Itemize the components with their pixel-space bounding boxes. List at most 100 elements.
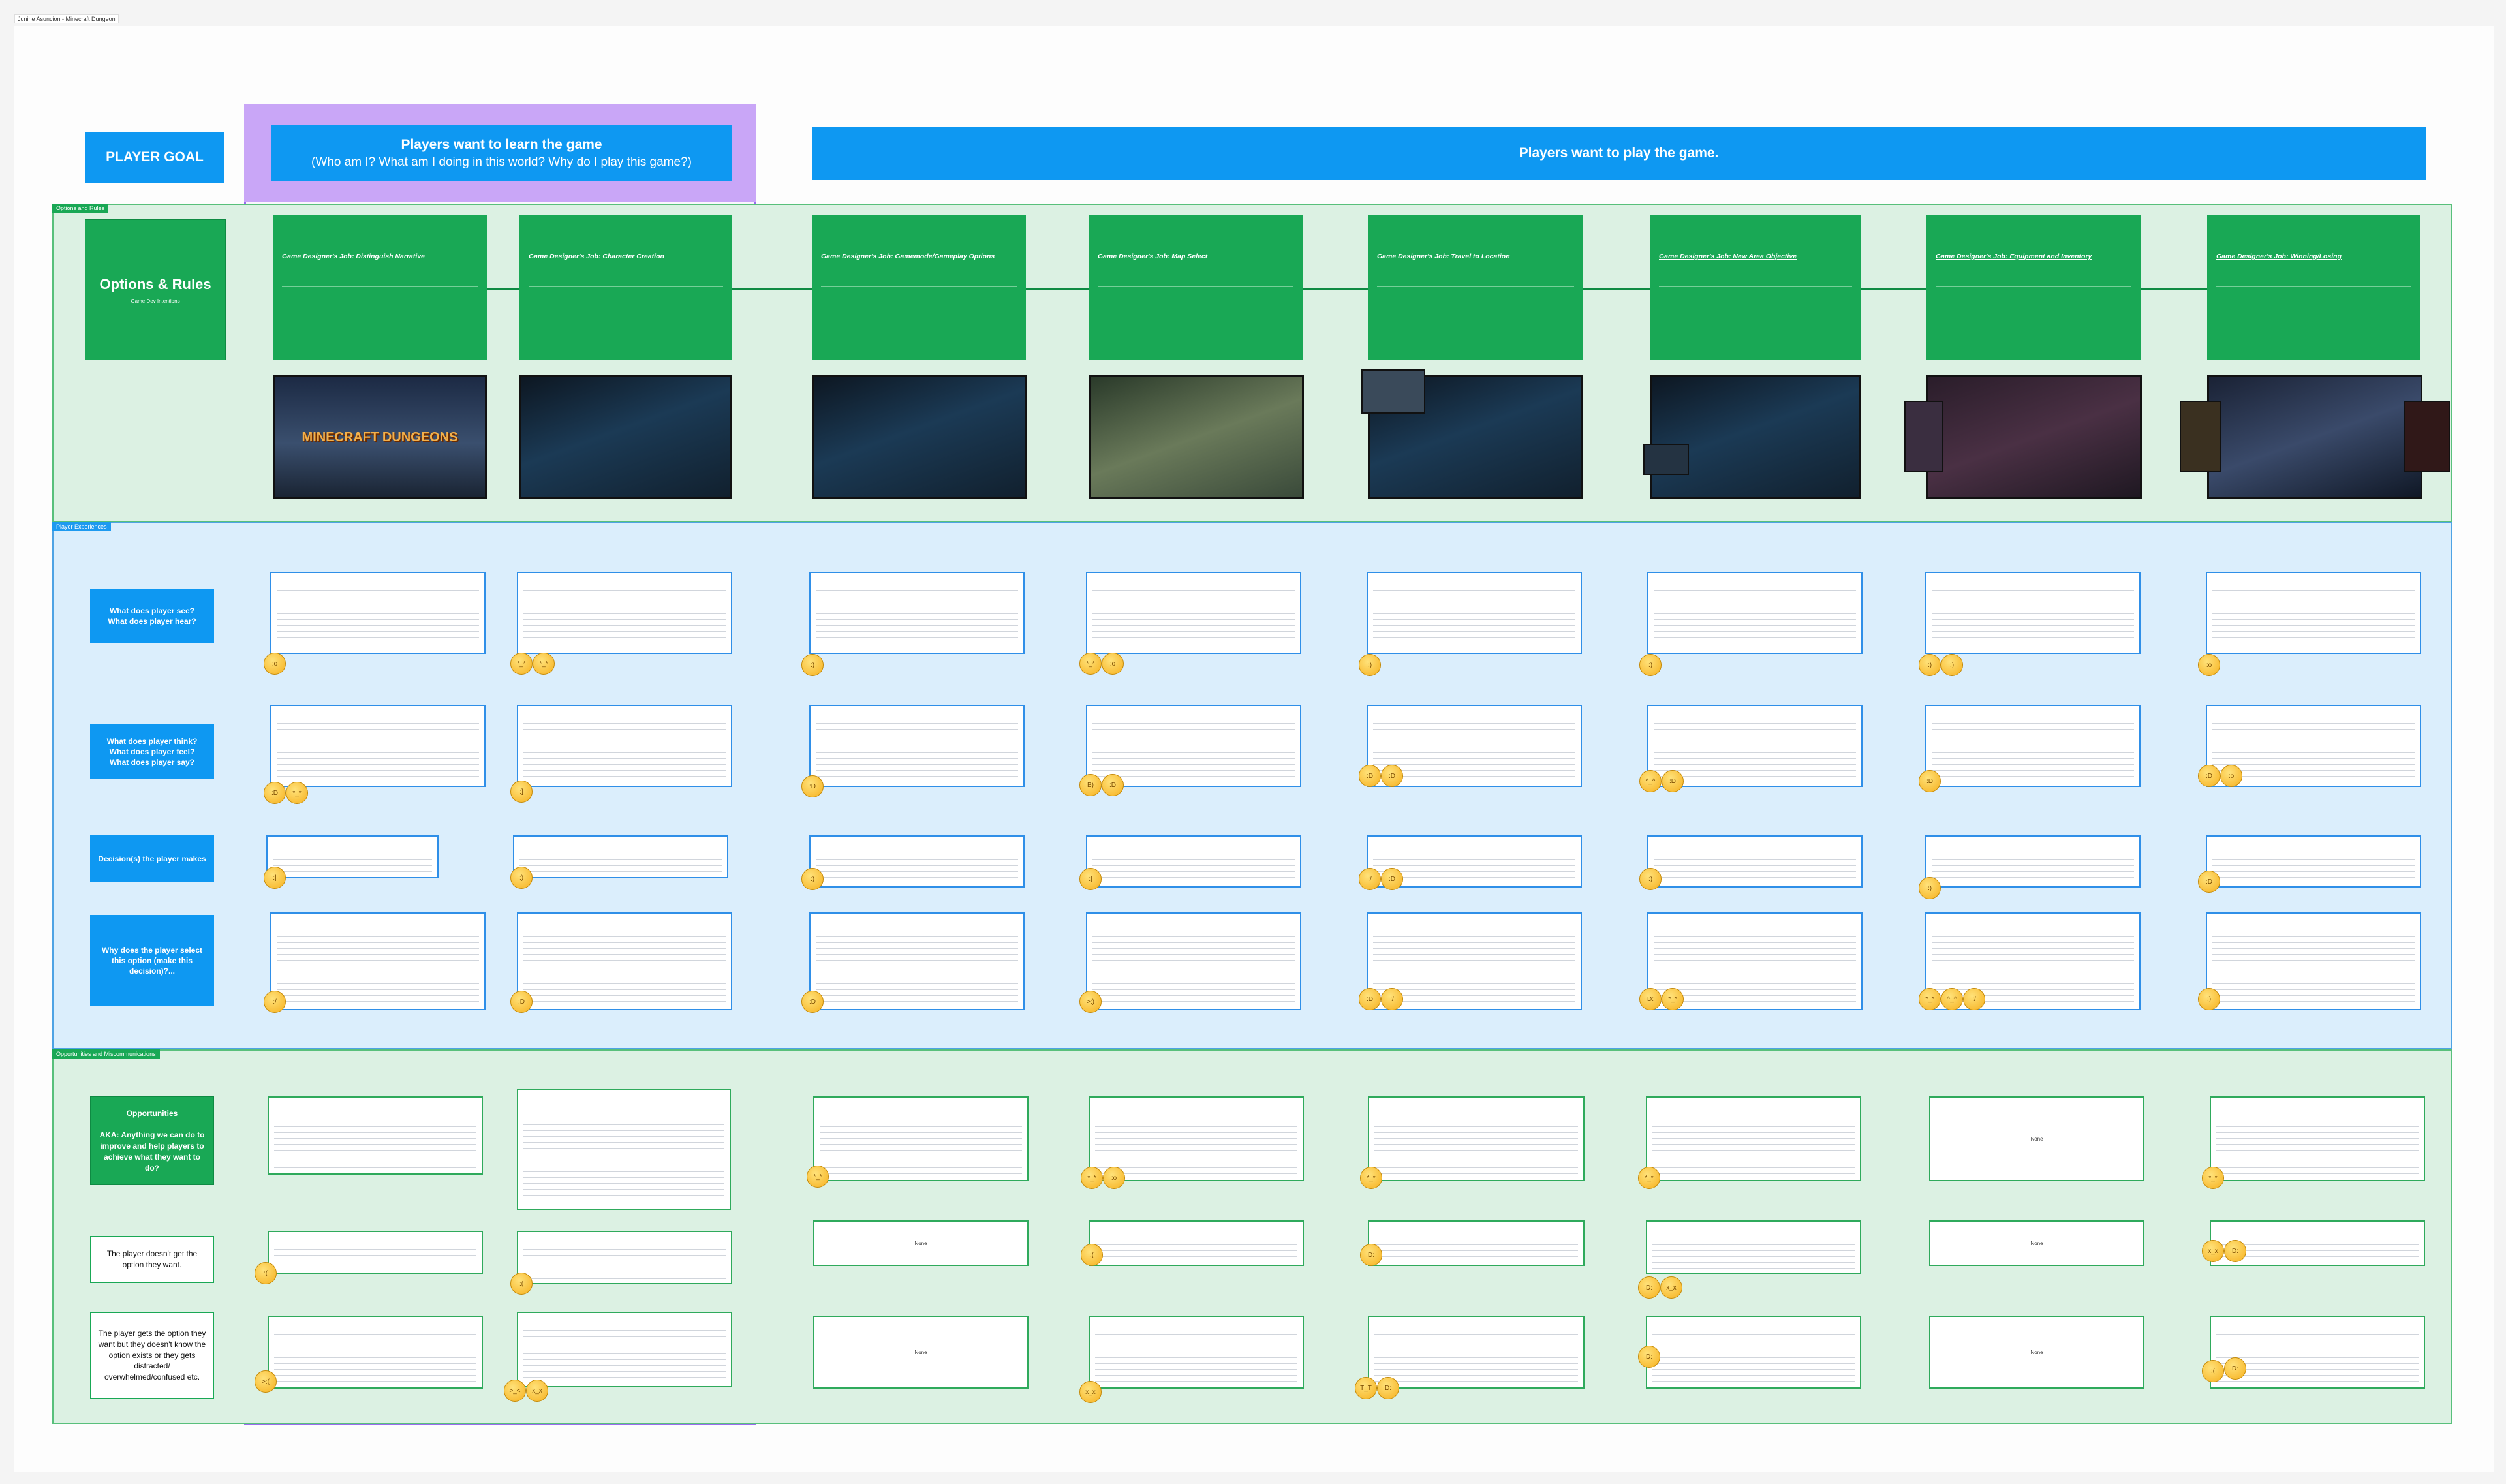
- none-note: None: [1929, 1316, 2144, 1389]
- none-note: None: [813, 1316, 1029, 1389]
- screenshot-inset: [1643, 444, 1689, 475]
- sad-face-icon: :(: [2202, 1360, 2224, 1382]
- sticky-note: [1368, 1096, 1585, 1181]
- learn-goal-banner: Players want to learn the game (Who am I…: [271, 125, 732, 181]
- job-card-gamemode: Game Designer's Job: Gamemode/Gameplay O…: [812, 215, 1026, 360]
- sticky-note: [517, 1089, 731, 1210]
- sticky-note: [2206, 572, 2421, 654]
- job-card-travel: Game Designer's Job: Travel to Location: [1368, 215, 1583, 360]
- sticky-note: [1925, 705, 2141, 787]
- scared-face-icon: D:: [1639, 988, 1662, 1010]
- learn-goal-title: Players want to learn the game: [401, 136, 602, 152]
- job-title: Game Designer's Job: Map Select: [1098, 253, 1208, 260]
- anxious-face-icon: D:: [1377, 1377, 1399, 1399]
- surprised-face-icon: :o: [2220, 765, 2242, 787]
- smiling-face-icon: :): [1359, 654, 1381, 676]
- sticky-note: [809, 572, 1025, 654]
- none-note: None: [1929, 1220, 2144, 1266]
- sticky-note: [1925, 835, 2141, 888]
- smiling-face-icon: :): [1919, 654, 1941, 676]
- smiling-face-icon: :): [1639, 654, 1662, 676]
- job-notes: [529, 272, 723, 287]
- job-title: Game Designer's Job: Equipment and Inven…: [1936, 253, 2092, 260]
- connector: [1303, 288, 1368, 290]
- sticky-note: [1368, 1220, 1585, 1266]
- sticky-note: [1647, 912, 1863, 1010]
- grinning-face-icon: :D: [264, 782, 286, 804]
- frame-label: Junine Asuncion - Minecraft Dungeon: [14, 14, 119, 23]
- sticky-note: [1089, 1096, 1304, 1181]
- job-notes: [2216, 272, 2411, 287]
- opportunities-tag: Opportunities and Miscommunications: [52, 1049, 160, 1059]
- grinning-face-icon: :D: [1919, 770, 1941, 792]
- sticky-note: [1368, 1316, 1585, 1389]
- surprised-face-icon: :o: [264, 653, 286, 675]
- options-rules-subtitle: Game Dev Intentions: [131, 298, 180, 304]
- sticky-note: [1647, 705, 1863, 787]
- sticky-note: [1367, 912, 1582, 1010]
- row-label-why-select: Why does the player select this option (…: [90, 915, 214, 1006]
- learn-goal-subtitle: (Who am I? What am I doing in this world…: [311, 155, 692, 169]
- sunglasses-face-icon: B): [1079, 774, 1102, 796]
- sticky-note: [270, 572, 486, 654]
- smiling-face-icon: :): [801, 868, 824, 890]
- sticky-note: [268, 1096, 483, 1175]
- anxious-face-icon: D:: [2224, 1357, 2246, 1380]
- angry-face-icon: >:(: [255, 1370, 277, 1393]
- sticky-note: [268, 1231, 483, 1274]
- smirking-face-icon: :]: [1079, 868, 1102, 890]
- job-notes: [1659, 272, 1852, 287]
- sticky-note: [1086, 572, 1301, 654]
- grinning-face-icon: :D: [801, 775, 824, 797]
- smiling-face-icon: :): [1941, 654, 1963, 676]
- grinning-face-icon: :D: [1359, 988, 1381, 1010]
- screenshot-gamemode: [812, 375, 1027, 499]
- anxious-face-icon: D:: [1638, 1346, 1660, 1368]
- smiling-face-icon: :): [801, 654, 824, 676]
- sticky-note: [1647, 572, 1863, 654]
- sticky-note: [2210, 1096, 2425, 1181]
- screenshot-character-select: [519, 375, 732, 499]
- row-label-opportunities: Opportunities AKA: Anything we can do to…: [90, 1096, 214, 1185]
- thinking-face-icon: :/: [264, 991, 286, 1013]
- star-struck-face-icon: *_*: [1662, 988, 1684, 1010]
- star-struck-face-icon: *_*: [1081, 1167, 1103, 1189]
- sticky-note: [1367, 835, 1582, 888]
- row-label-think-feel: What does player think? What does player…: [90, 724, 214, 779]
- sticky-note: [813, 1096, 1029, 1181]
- sticky-note: [517, 705, 732, 787]
- screenshot-title-screen: MINECRAFT DUNGEONS: [273, 375, 487, 499]
- job-title: Game Designer's Job: Distinguish Narrati…: [282, 253, 425, 260]
- surprised-face-icon: :o: [2198, 654, 2220, 676]
- thinking-face-icon: :/: [1381, 988, 1403, 1010]
- sad-face-icon: :(: [1081, 1244, 1103, 1266]
- dizzy-face-icon: x_x: [526, 1380, 548, 1402]
- excited-face-icon: ^_^: [1941, 988, 1963, 1010]
- row-label-doesnt-get-option: The player doesn't get the option they w…: [90, 1236, 214, 1283]
- grinning-face-icon: :D: [1381, 765, 1403, 787]
- sticky-note: [1089, 1316, 1304, 1389]
- job-card-narrative: Game Designer's Job: Distinguish Narrati…: [273, 215, 487, 360]
- job-card-character: Game Designer's Job: Character Creation: [519, 215, 732, 360]
- sticky-note: [513, 835, 728, 878]
- job-notes: [1098, 272, 1293, 287]
- player-goal-label: PLAYER GOAL: [85, 132, 224, 183]
- connector: [486, 288, 521, 290]
- sticky-note: [1086, 705, 1301, 787]
- row-label-gets-option-but: The player gets the option they want but…: [90, 1312, 214, 1399]
- sticky-note: [270, 912, 486, 1010]
- dizzy-face-icon: x_x: [1079, 1381, 1102, 1403]
- thinking-face-icon: :/: [1963, 988, 1985, 1010]
- row-label-see-hear: What does player see? What does player h…: [90, 589, 214, 643]
- none-note: None: [813, 1220, 1029, 1266]
- options-rules-tag: Options and Rules: [52, 204, 109, 213]
- screenshot-inset: [2404, 401, 2450, 472]
- star-struck-face-icon: *_*: [807, 1166, 829, 1188]
- sticky-note: [517, 1312, 732, 1387]
- sticky-note: [270, 705, 486, 787]
- sticky-note: [517, 1231, 732, 1284]
- surprised-face-icon: :o: [1103, 1167, 1125, 1189]
- grinning-face-icon: :D: [1359, 765, 1381, 787]
- job-notes: [282, 272, 478, 287]
- grinning-face-icon: :D: [2198, 765, 2220, 787]
